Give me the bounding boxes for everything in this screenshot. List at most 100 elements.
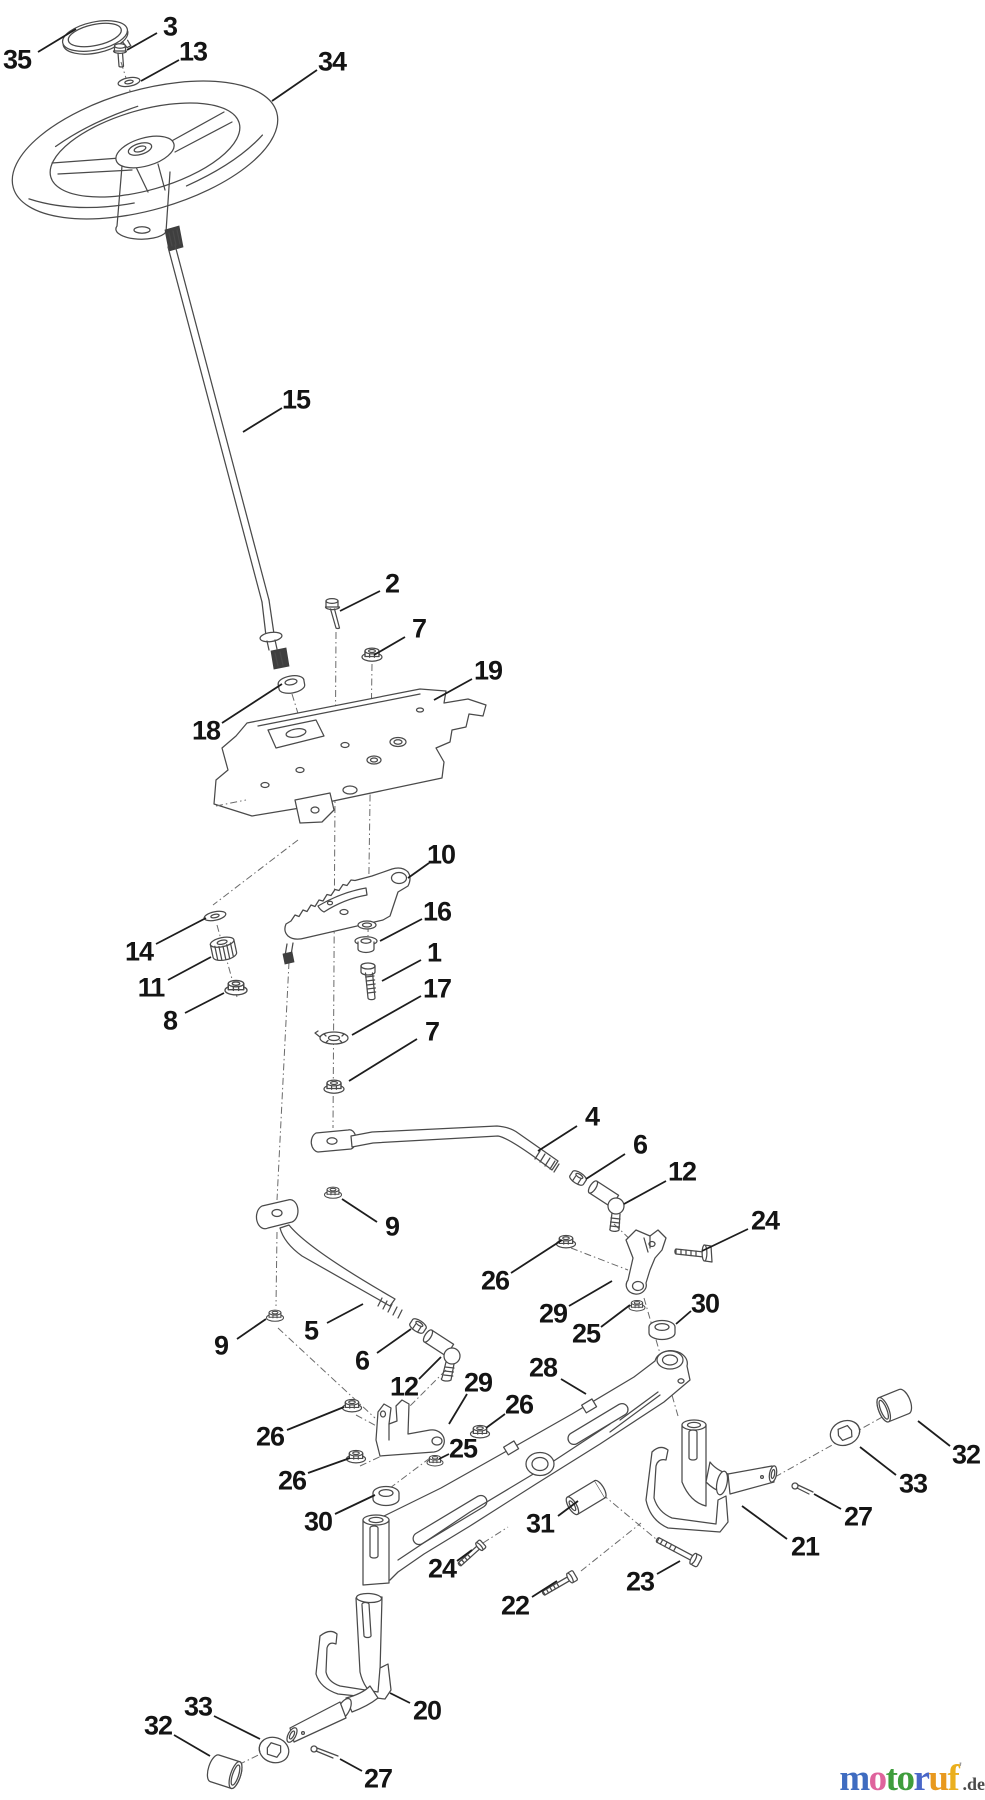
- steering-arm-left: [375, 1399, 445, 1457]
- jam-nut-6-upper: [569, 1170, 587, 1186]
- flange-nut-26-a: [555, 1234, 577, 1249]
- lock-washer: [314, 1030, 349, 1045]
- cap-washer: [117, 76, 141, 88]
- bushing-30-b: [372, 1485, 400, 1507]
- part-label-21: 21: [790, 1531, 820, 1562]
- part-label-25-a: 25: [571, 1318, 601, 1349]
- part-label-6-b: 6: [354, 1345, 370, 1376]
- part-label-2: 2: [384, 568, 400, 599]
- logo-letter-4: o: [896, 1758, 915, 1799]
- part-label-25-b: 25: [448, 1433, 478, 1464]
- spindle-right: [645, 1419, 778, 1533]
- part-label-9-a: 9: [384, 1211, 400, 1242]
- clevis-bolt-24-a: [674, 1244, 713, 1263]
- console-bracket: [213, 688, 487, 824]
- part-label-12-b: 12: [389, 1371, 419, 1402]
- pivot-bushing-31: [565, 1479, 607, 1516]
- spindle-washer-33-a: [829, 1419, 861, 1447]
- cotter-pin-27-b: [310, 1745, 339, 1759]
- part-label-30-a: 30: [690, 1288, 720, 1319]
- part-label-27-a: 27: [843, 1501, 873, 1532]
- bushing-30-a: [648, 1319, 676, 1341]
- part-label-33-b: 33: [183, 1691, 213, 1722]
- pinion-gear: [209, 936, 238, 962]
- steering-arm-right: [625, 1229, 667, 1295]
- steering-shaft: [164, 225, 290, 670]
- logo-trademark-tick: ': [958, 1760, 963, 1776]
- flange-nut-8: [224, 979, 248, 996]
- steering-wheel-cap: [61, 20, 132, 55]
- part-label-17: 17: [422, 973, 452, 1004]
- cotter-pin-27-a: [791, 1482, 814, 1495]
- part-label-4: 4: [584, 1101, 600, 1132]
- jam-nut-6-lower: [409, 1318, 427, 1334]
- part-label-32-a: 32: [951, 1439, 981, 1470]
- logo-letter-1: m: [839, 1758, 870, 1799]
- part-label-22: 22: [500, 1590, 530, 1621]
- lock-nut-25-b: [426, 1454, 444, 1467]
- spindle-washer-33-b: [258, 1736, 290, 1764]
- part-label-1: 1: [426, 937, 442, 968]
- logo-tld: .de: [962, 1774, 985, 1794]
- sector-gear: [282, 867, 411, 965]
- washer-14: [203, 910, 227, 922]
- logo-letter-7: f: [947, 1758, 960, 1799]
- axle-cap-32-a: [876, 1388, 913, 1423]
- part-label-14: 14: [124, 936, 154, 967]
- leader-lines: [37, 28, 951, 1772]
- axle-cap-32-b: [206, 1754, 243, 1790]
- pivot-bushing: [354, 936, 378, 954]
- pivot-screw: [360, 962, 377, 1001]
- part-label-7-a: 7: [411, 613, 427, 644]
- part-label-19: 19: [473, 655, 503, 686]
- part-label-16: 16: [422, 896, 452, 927]
- part-label-26-d: 26: [277, 1465, 307, 1496]
- bolt-22: [541, 1570, 579, 1596]
- part-label-6-a: 6: [632, 1129, 648, 1160]
- assembly-centerlines: [120, 61, 903, 1768]
- logo-letter-6: u: [928, 1758, 949, 1799]
- part-label-31: 31: [525, 1508, 555, 1539]
- tie-rod: [255, 1199, 403, 1319]
- part-label-29-b: 29: [463, 1367, 493, 1398]
- lock-nut-25-a: [628, 1299, 646, 1312]
- part-label-28: 28: [528, 1352, 558, 1383]
- part-label-10: 10: [426, 839, 456, 870]
- part-label-29-a: 29: [538, 1298, 568, 1329]
- part-label-24-a: 24: [750, 1205, 780, 1236]
- cap-bolt: [112, 43, 128, 68]
- tie-rod-end-lower: [422, 1329, 461, 1382]
- part-label-35: 35: [2, 44, 32, 75]
- shaft-bushing: [277, 675, 306, 694]
- bolt-24-b: [457, 1539, 487, 1567]
- flange-nut-7-upper: [361, 647, 383, 662]
- part-label-33-a: 33: [898, 1468, 928, 1499]
- part-label-9-b: 9: [213, 1330, 229, 1361]
- part-label-12-a: 12: [667, 1156, 697, 1187]
- part-label-5: 5: [303, 1315, 319, 1346]
- front-axle: [362, 1350, 691, 1586]
- part-label-23: 23: [625, 1566, 655, 1597]
- part-label-26-a: 26: [480, 1265, 510, 1296]
- part-label-7-b: 7: [424, 1016, 440, 1047]
- flange-nut-26-d: [345, 1449, 367, 1464]
- part-label-18: 18: [191, 715, 221, 746]
- logo-letter-5: r: [913, 1758, 929, 1799]
- part-label-3: 3: [162, 11, 178, 42]
- part-label-24-b: 24: [427, 1553, 457, 1584]
- part-label-32-b: 32: [143, 1710, 173, 1741]
- lock-nut-9-upper: [323, 1186, 343, 1199]
- logo-letter-2: o: [868, 1758, 888, 1799]
- part-label-13: 13: [178, 36, 208, 67]
- flange-nut-7-lower: [323, 1079, 345, 1094]
- part-label-15: 15: [281, 384, 311, 415]
- part-label-26-b: 26: [504, 1389, 534, 1420]
- hex-bolt-2: [324, 597, 341, 630]
- part-label-26-c: 26: [255, 1421, 285, 1452]
- bolt-23: [655, 1537, 703, 1568]
- brand-logo: motoruf'.de: [820, 1748, 985, 1800]
- lock-nut-9-lower: [265, 1309, 285, 1322]
- part-label-30-b: 30: [303, 1506, 333, 1537]
